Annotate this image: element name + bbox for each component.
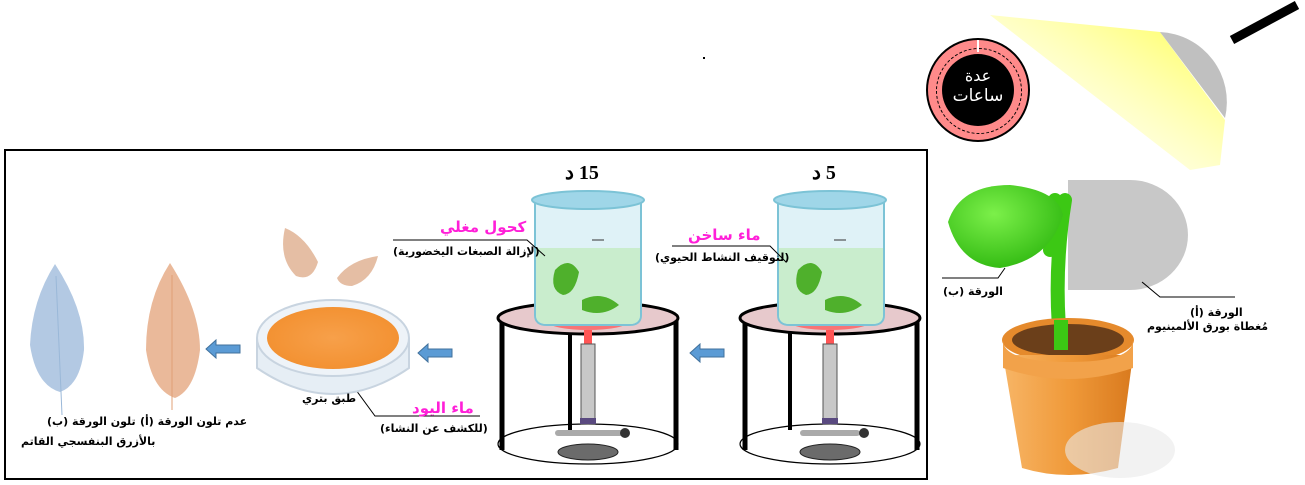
step3-reagent: ماء اليود [412,399,474,417]
arrow-left-3 [205,338,241,360]
step3-purpose: (للكشف عن النشاء) [380,422,488,435]
stray-dot [703,57,705,59]
step1-purpose: (لتوقيف النشاط الحيوي) [655,251,790,264]
result-leaf-b-line2: بالأزرق البنفسجي القاتم [21,435,156,448]
petri-dish-label: طبق بتري [302,392,357,405]
timer-line2: ساعات [952,86,1004,106]
result-leaf-b-line1: تلون الورقة (ب) [47,415,136,428]
result-leaf-a: عدم تلون الورقة (أ) [140,415,248,428]
arrow-left-2 [417,342,453,364]
leaf-a-label: الورقة (أ) [1190,306,1243,319]
stand-hot-water [738,190,922,465]
step2-purpose: (لإزالة الصبغات اليخضورية) [393,245,540,258]
leaf-a-result [146,263,200,398]
experiment-frame [4,149,928,480]
timer-badge: عدة ساعات [926,38,1030,142]
arrow-left-1 [689,342,725,364]
step2-reagent: كحول مغلي [440,218,527,236]
leaf-a-note: مُغطاة بورق الألمينيوم [1147,320,1269,333]
timer-line1: عدة [964,66,992,85]
step2-time: 15 د [565,162,599,184]
leaf-b-label: الورقة (ب) [943,285,1003,298]
step1-reagent: ماء ساخن [688,226,761,244]
leaf-b-result [30,264,85,392]
stand-boiling-alcohol [496,190,680,465]
petri-dish [256,299,410,395]
step1-time: 5 د [812,162,836,184]
